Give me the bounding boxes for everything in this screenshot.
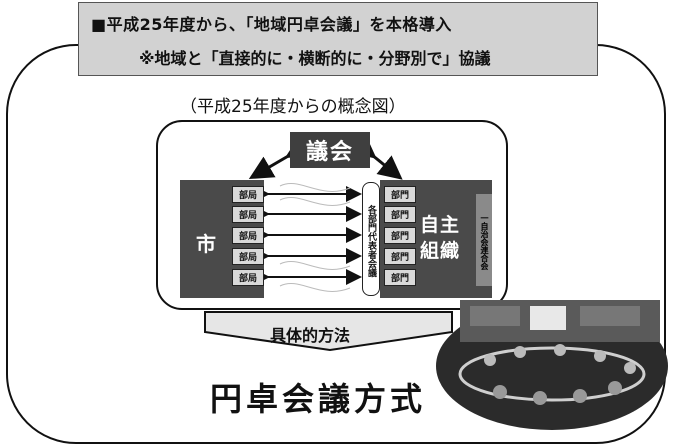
org-dept-2: 部門: [384, 206, 416, 223]
org-dept-3: 部門: [384, 227, 416, 244]
city-dept-1: 部局: [232, 186, 264, 203]
self-governing-org-label: 自主 組織: [420, 212, 460, 264]
city-dept-2: 部局: [232, 206, 264, 223]
council-box: 議会: [290, 132, 370, 168]
roundtable-method-title: 円卓会議方式: [210, 380, 427, 418]
org-dept-4: 部門: [384, 248, 416, 265]
roundtable-meeting-photo: [436, 300, 668, 430]
self-governing-org-label-line1: 自主: [420, 214, 461, 236]
header-line-2: ※地域と「直接的に・横断的に・分野別で」協議: [139, 49, 491, 68]
dept-representatives-bar: 各部門代表者会議: [362, 182, 380, 296]
city-dept-4: 部局: [232, 248, 264, 265]
org-dept-1: 部門: [384, 186, 416, 203]
diagram-connectors: [204, 134, 668, 430]
self-governing-org-label-line2: 組織: [420, 240, 461, 262]
header-box: ■平成25年度から、「地域円卓会議」を本格導入 ※地域と「直接的に・横断的に・分…: [78, 2, 598, 76]
method-label: 具体的方法: [270, 326, 351, 345]
method-down-arrow: [204, 311, 453, 352]
council-org-arrow: [350, 134, 403, 180]
org-dept-5: 部門: [384, 269, 416, 286]
city-dept-3: 部局: [232, 227, 264, 244]
dept-link-arrows: [254, 186, 362, 285]
federation-bar: 一自治会連合会: [476, 194, 492, 286]
header-line-1: ■平成25年度から、「地域円卓会議」を本格導入: [91, 15, 452, 34]
handshake-background: [279, 183, 351, 292]
diagram-caption: （平成25年度からの概念図）: [180, 97, 406, 117]
council-city-arrow: [248, 135, 312, 180]
city-label: 市: [196, 232, 216, 256]
city-dept-5: 部局: [232, 269, 264, 286]
